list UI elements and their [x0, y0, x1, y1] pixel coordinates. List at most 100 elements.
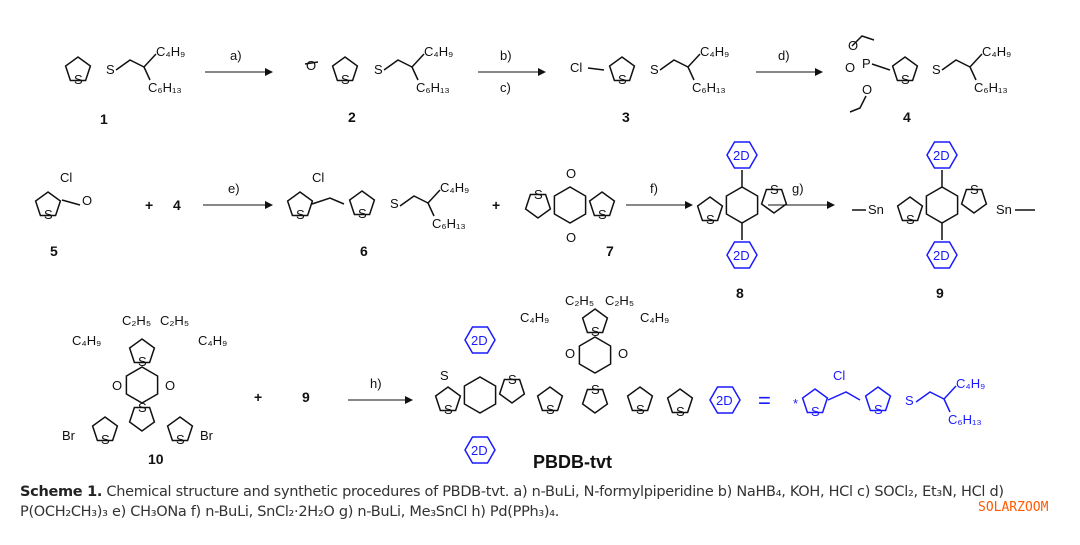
atom-label: O [112, 378, 122, 393]
atom-label: O [618, 346, 628, 361]
atom-label: Br [200, 428, 214, 443]
alkyl-chain [687, 66, 695, 81]
quinone-ring [578, 336, 612, 374]
alkyl-chain [115, 53, 157, 71]
step-g: g) [792, 181, 804, 196]
compound-6-label: 6 [360, 243, 368, 259]
compound-10-label: 10 [148, 451, 164, 467]
atom-label: S [618, 72, 627, 87]
figure-caption: Scheme 1. Chemical structure and synthet… [20, 482, 1065, 522]
thiophene-ring [128, 338, 156, 364]
atom-label: C₂H₅ [160, 313, 189, 328]
atom-label: O [566, 230, 576, 245]
atom-label: Cl [312, 170, 324, 185]
compound-3-label: 3 [622, 109, 630, 125]
atom-label: Sn [868, 202, 884, 217]
atom-label: S [106, 62, 115, 77]
atom-label: 2D [933, 148, 950, 163]
atom-label: O [848, 38, 858, 53]
arrows [203, 68, 835, 404]
atom-label: Br [62, 428, 76, 443]
thiophene-ring [666, 388, 694, 414]
atom-label: 2D [471, 333, 488, 348]
thiophene-ring [581, 308, 609, 334]
thiophene-ring [166, 416, 194, 442]
atom-label: S [591, 324, 600, 339]
atom-label: S [44, 207, 53, 222]
atom-label: O [565, 346, 575, 361]
atom-label: S [341, 72, 350, 87]
compound-9-reagent-label: 9 [302, 389, 310, 405]
thiophene-ring [128, 406, 156, 432]
atom-label: C₄H₉ [956, 376, 985, 391]
atom-label: C₄H₉ [700, 44, 729, 59]
atom-label: 2D [733, 248, 750, 263]
alkyl-chain [943, 398, 951, 413]
atom-label: S [901, 72, 910, 87]
alkyl-chain [383, 53, 425, 71]
atom-label: O [862, 82, 872, 97]
atom-label: S [440, 368, 449, 383]
ethyl [849, 95, 867, 113]
thiophene-ring [891, 56, 919, 82]
compound-2-label: 2 [348, 109, 356, 125]
atom-label: * [793, 396, 798, 411]
atom-label: S [932, 62, 941, 77]
atom-label: S [101, 432, 110, 447]
compound-9-label: 9 [936, 285, 944, 301]
atom-label: C₄H₉ [982, 44, 1011, 59]
atom-label: Cl [60, 170, 72, 185]
atom-label: S [811, 404, 820, 419]
2d-group-icon [926, 141, 958, 169]
atom-label: O [82, 193, 92, 208]
equals-sign: = [758, 388, 771, 413]
atom-label: 2D [733, 148, 750, 163]
atom-label: S [444, 402, 453, 417]
alkyl-chain [411, 66, 419, 81]
step-h: h) [370, 376, 382, 391]
2d-group-icon [926, 241, 958, 269]
atom-label: S [508, 372, 517, 387]
thiophene-ring [34, 191, 62, 217]
atom-label: S [874, 402, 883, 417]
atom-label: S [546, 402, 555, 417]
alkyl-chain [399, 189, 441, 207]
quinone-ring [553, 186, 587, 224]
compound-4-label: 4 [903, 109, 911, 125]
plus-sign: + [145, 197, 153, 213]
ethyl [851, 35, 875, 47]
step-c: c) [500, 80, 511, 95]
thiophene-ring [581, 388, 609, 414]
atom-label: C₆H₁₃ [974, 80, 1008, 95]
alkyl-chain [969, 66, 977, 81]
atom-label: S [534, 187, 543, 202]
thiophene-ring [864, 386, 892, 412]
atom-label: S [176, 432, 185, 447]
atom-label: C₂H₅ [605, 293, 634, 308]
atom-label: S [358, 206, 367, 221]
2d-group-icon [464, 326, 496, 354]
reaction-scheme: a) b) c) d) e) f) g) h) 1 2 3 4 5 4 6 7 … [34, 35, 1035, 472]
polymer-name: PBDB-tvt [533, 452, 612, 472]
thiophene-ring [896, 196, 924, 222]
step-d: d) [778, 48, 790, 63]
thiophene-ring [498, 378, 526, 404]
atom-label: C₆H₁₃ [416, 80, 450, 95]
atom-label: C₄H₉ [424, 44, 453, 59]
atom-label: S [970, 182, 979, 197]
thiophene-ring [608, 56, 636, 82]
2d-group-icon [709, 386, 741, 414]
plus-sign: + [492, 197, 500, 213]
atom-label: O [566, 166, 576, 181]
atom-label: 2D [716, 393, 733, 408]
atom-label: C₂H₅ [565, 293, 594, 308]
step-e: e) [228, 181, 240, 196]
compound-4-reagent-label: 4 [173, 197, 181, 213]
step-b: b) [500, 48, 512, 63]
thiophene-ring [331, 56, 359, 82]
watermark: SOLARZOOM [978, 500, 1049, 515]
thiophene-ring [696, 196, 724, 222]
thiophene-ring [348, 190, 376, 216]
thiophene-ring [64, 56, 92, 82]
vinylene [311, 197, 345, 205]
